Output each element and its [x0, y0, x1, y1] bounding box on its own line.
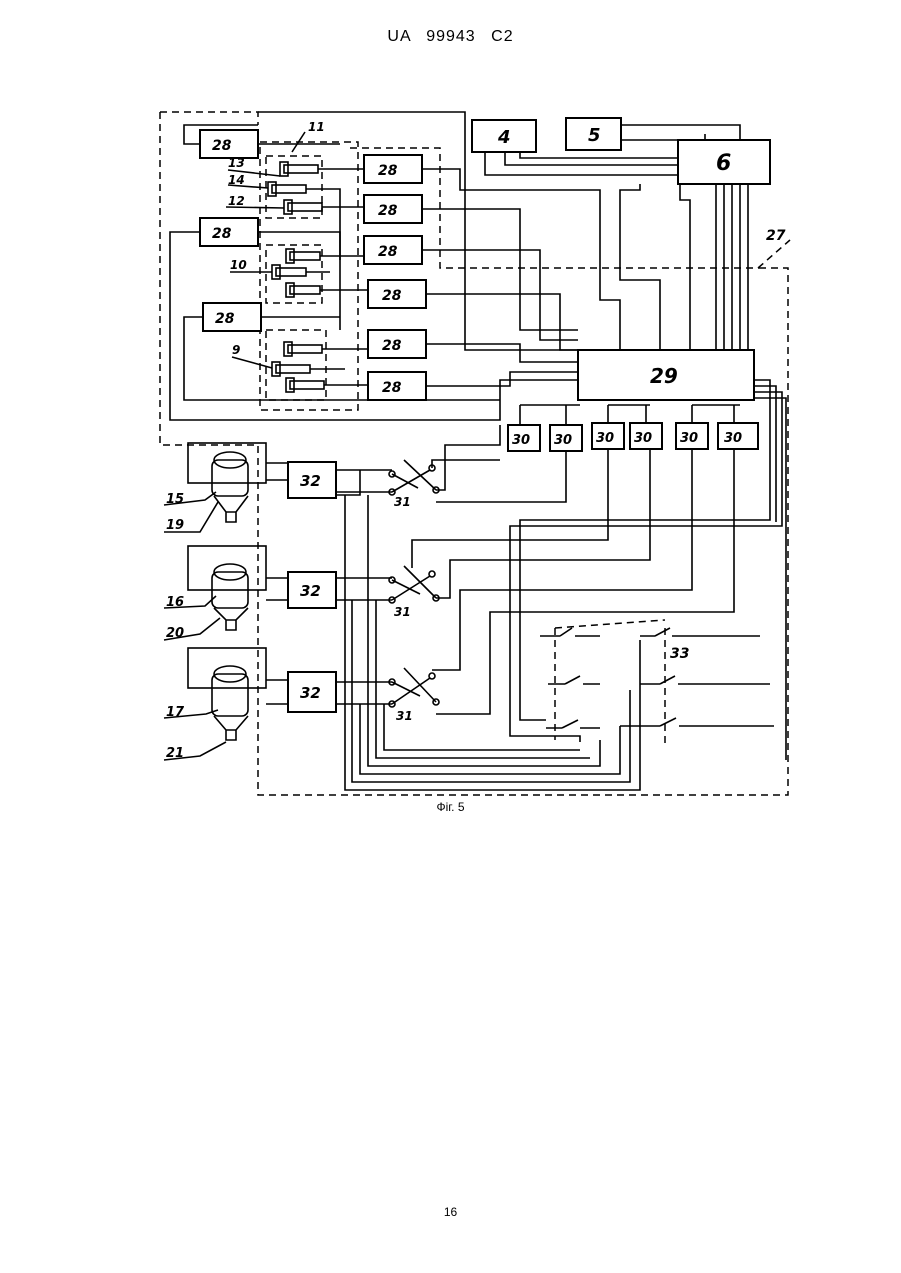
label-30-a: 30: [512, 433, 530, 448]
label-28-b: 28: [212, 226, 232, 242]
label-32-b: 32: [300, 582, 321, 600]
label-19: 19: [166, 518, 184, 533]
label-31-c: 31: [396, 709, 413, 723]
label-block-5: 5: [588, 125, 601, 146]
label-21: 21: [166, 746, 184, 761]
label-28-e: 28: [378, 203, 398, 219]
label-block-4: 4: [497, 127, 511, 148]
label-32-a: 32: [300, 472, 321, 490]
label-20: 20: [166, 626, 184, 641]
label-12: 12: [228, 194, 245, 208]
label-28-h: 28: [382, 338, 402, 354]
label-block-29: 29: [650, 364, 678, 388]
label-16: 16: [166, 595, 184, 610]
label-11: 11: [308, 120, 325, 134]
label-13: 13: [228, 156, 245, 170]
label-31-a: 31: [394, 495, 411, 509]
label-30-c: 30: [596, 431, 614, 446]
page-number: 16: [0, 1205, 901, 1219]
label-15: 15: [166, 492, 184, 507]
label-28-a: 28: [212, 138, 232, 154]
label-28-g: 28: [382, 288, 402, 304]
figure-caption: Фіг. 5: [0, 800, 901, 814]
label-30-f: 30: [724, 431, 742, 446]
label-28-f: 28: [378, 244, 398, 260]
label-30-d: 30: [634, 431, 652, 446]
label-30-e: 30: [680, 431, 698, 446]
label-14: 14: [228, 173, 245, 187]
label-28-c: 28: [215, 311, 235, 327]
label-10: 10: [230, 258, 247, 272]
label-28-d: 28: [378, 163, 398, 179]
label-32-c: 32: [300, 684, 321, 702]
label-33: 33: [670, 646, 689, 662]
label-block-6: 6: [716, 151, 731, 176]
label-28-i: 28: [382, 380, 402, 396]
label-27: 27: [766, 228, 786, 244]
label-9: 9: [232, 343, 240, 357]
label-17: 17: [166, 705, 185, 720]
label-30-b: 30: [554, 433, 572, 448]
label-31-b: 31: [394, 605, 411, 619]
